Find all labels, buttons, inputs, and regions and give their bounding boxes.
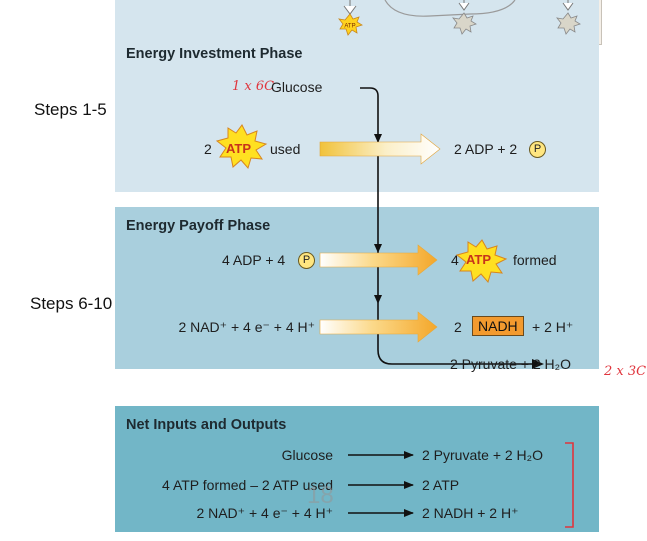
net-input-1: Glucose: [281, 447, 333, 463]
top-arrowhead-3: [562, 2, 574, 11]
down-arrowhead-3: [374, 295, 382, 304]
payoff-phase-title: Energy Payoff Phase: [126, 218, 271, 234]
nadh-payoff-arrow: [319, 311, 438, 343]
net-inputs-outputs-panel: [115, 406, 599, 532]
atp-payoff-arrow: [319, 244, 438, 276]
nadh-box: NADH: [472, 316, 524, 336]
down-arrowhead-2: [374, 244, 382, 253]
pyruvate-arrowhead: [532, 359, 544, 369]
atp-star-payoff-label: ATP: [466, 252, 492, 267]
net-input-3: 2 NAD⁺ + 4 e⁻ + 4 H⁺: [196, 505, 333, 521]
red-bracket-annotation: [565, 442, 574, 528]
glucose-label: Glucose: [271, 79, 323, 95]
atp-star-top: [338, 13, 363, 36]
nadh-extra-label: + 2 H⁺: [532, 319, 574, 335]
page-number: 18: [307, 482, 334, 509]
investment-arrow: [319, 133, 441, 165]
phosphate-icon-payoff: P: [298, 252, 315, 269]
investment-phase-title: Energy Investment Phase: [126, 46, 303, 62]
payoff-atp-count: 4: [451, 252, 459, 268]
steps-1-5-label: Steps 1-5: [34, 100, 107, 119]
adp-star-top-1: [452, 12, 477, 35]
pyruvate-output-label: 2 Pyruvate + 2 H₂O: [450, 356, 571, 372]
net-phase-title: Net Inputs and Outputs: [126, 417, 287, 433]
atp-star-top-label: ATP: [344, 24, 355, 30]
top-arrowhead-2: [458, 2, 470, 11]
top-arrowhead-1: [343, 5, 357, 15]
adp-input-label: 4 ADP + 4: [222, 252, 286, 268]
phosphate-icon-investment: P: [529, 141, 546, 158]
cell-outline: [384, 0, 516, 17]
atp-star-investment-label: ATP: [226, 141, 252, 156]
glucose-flow-line: [360, 87, 532, 365]
atp-star-investment: [215, 124, 268, 170]
down-arrowhead-1: [374, 134, 382, 143]
atp-star-payoff: [455, 239, 508, 284]
net-input-2: 4 ATP formed – 2 ATP used: [162, 477, 333, 493]
nad-input-label: 2 NAD⁺ + 4 e⁻ + 4 H⁺: [178, 319, 315, 335]
handwritten-3c-annotation: 2 x 3C: [604, 364, 647, 379]
net-output-3: 2 NADH + 2 H⁺: [422, 505, 519, 521]
investment-atp-count: 2: [204, 141, 212, 157]
nadh-count: 2: [454, 319, 462, 335]
adp-output-label: 2 ADP + 2: [454, 141, 518, 157]
adp-star-top-2: [556, 12, 581, 35]
atp-formed-label: formed: [513, 252, 557, 268]
atp-used-label: used: [270, 141, 301, 157]
net-output-2: 2 ATP: [422, 477, 460, 493]
net-output-1: 2 Pyruvate + 2 H₂O: [422, 447, 543, 463]
steps-6-10-label: Steps 6-10: [30, 294, 113, 313]
energy-payoff-panel: [115, 207, 599, 369]
handwritten-6c-annotation: 1 x 6C: [232, 79, 275, 94]
